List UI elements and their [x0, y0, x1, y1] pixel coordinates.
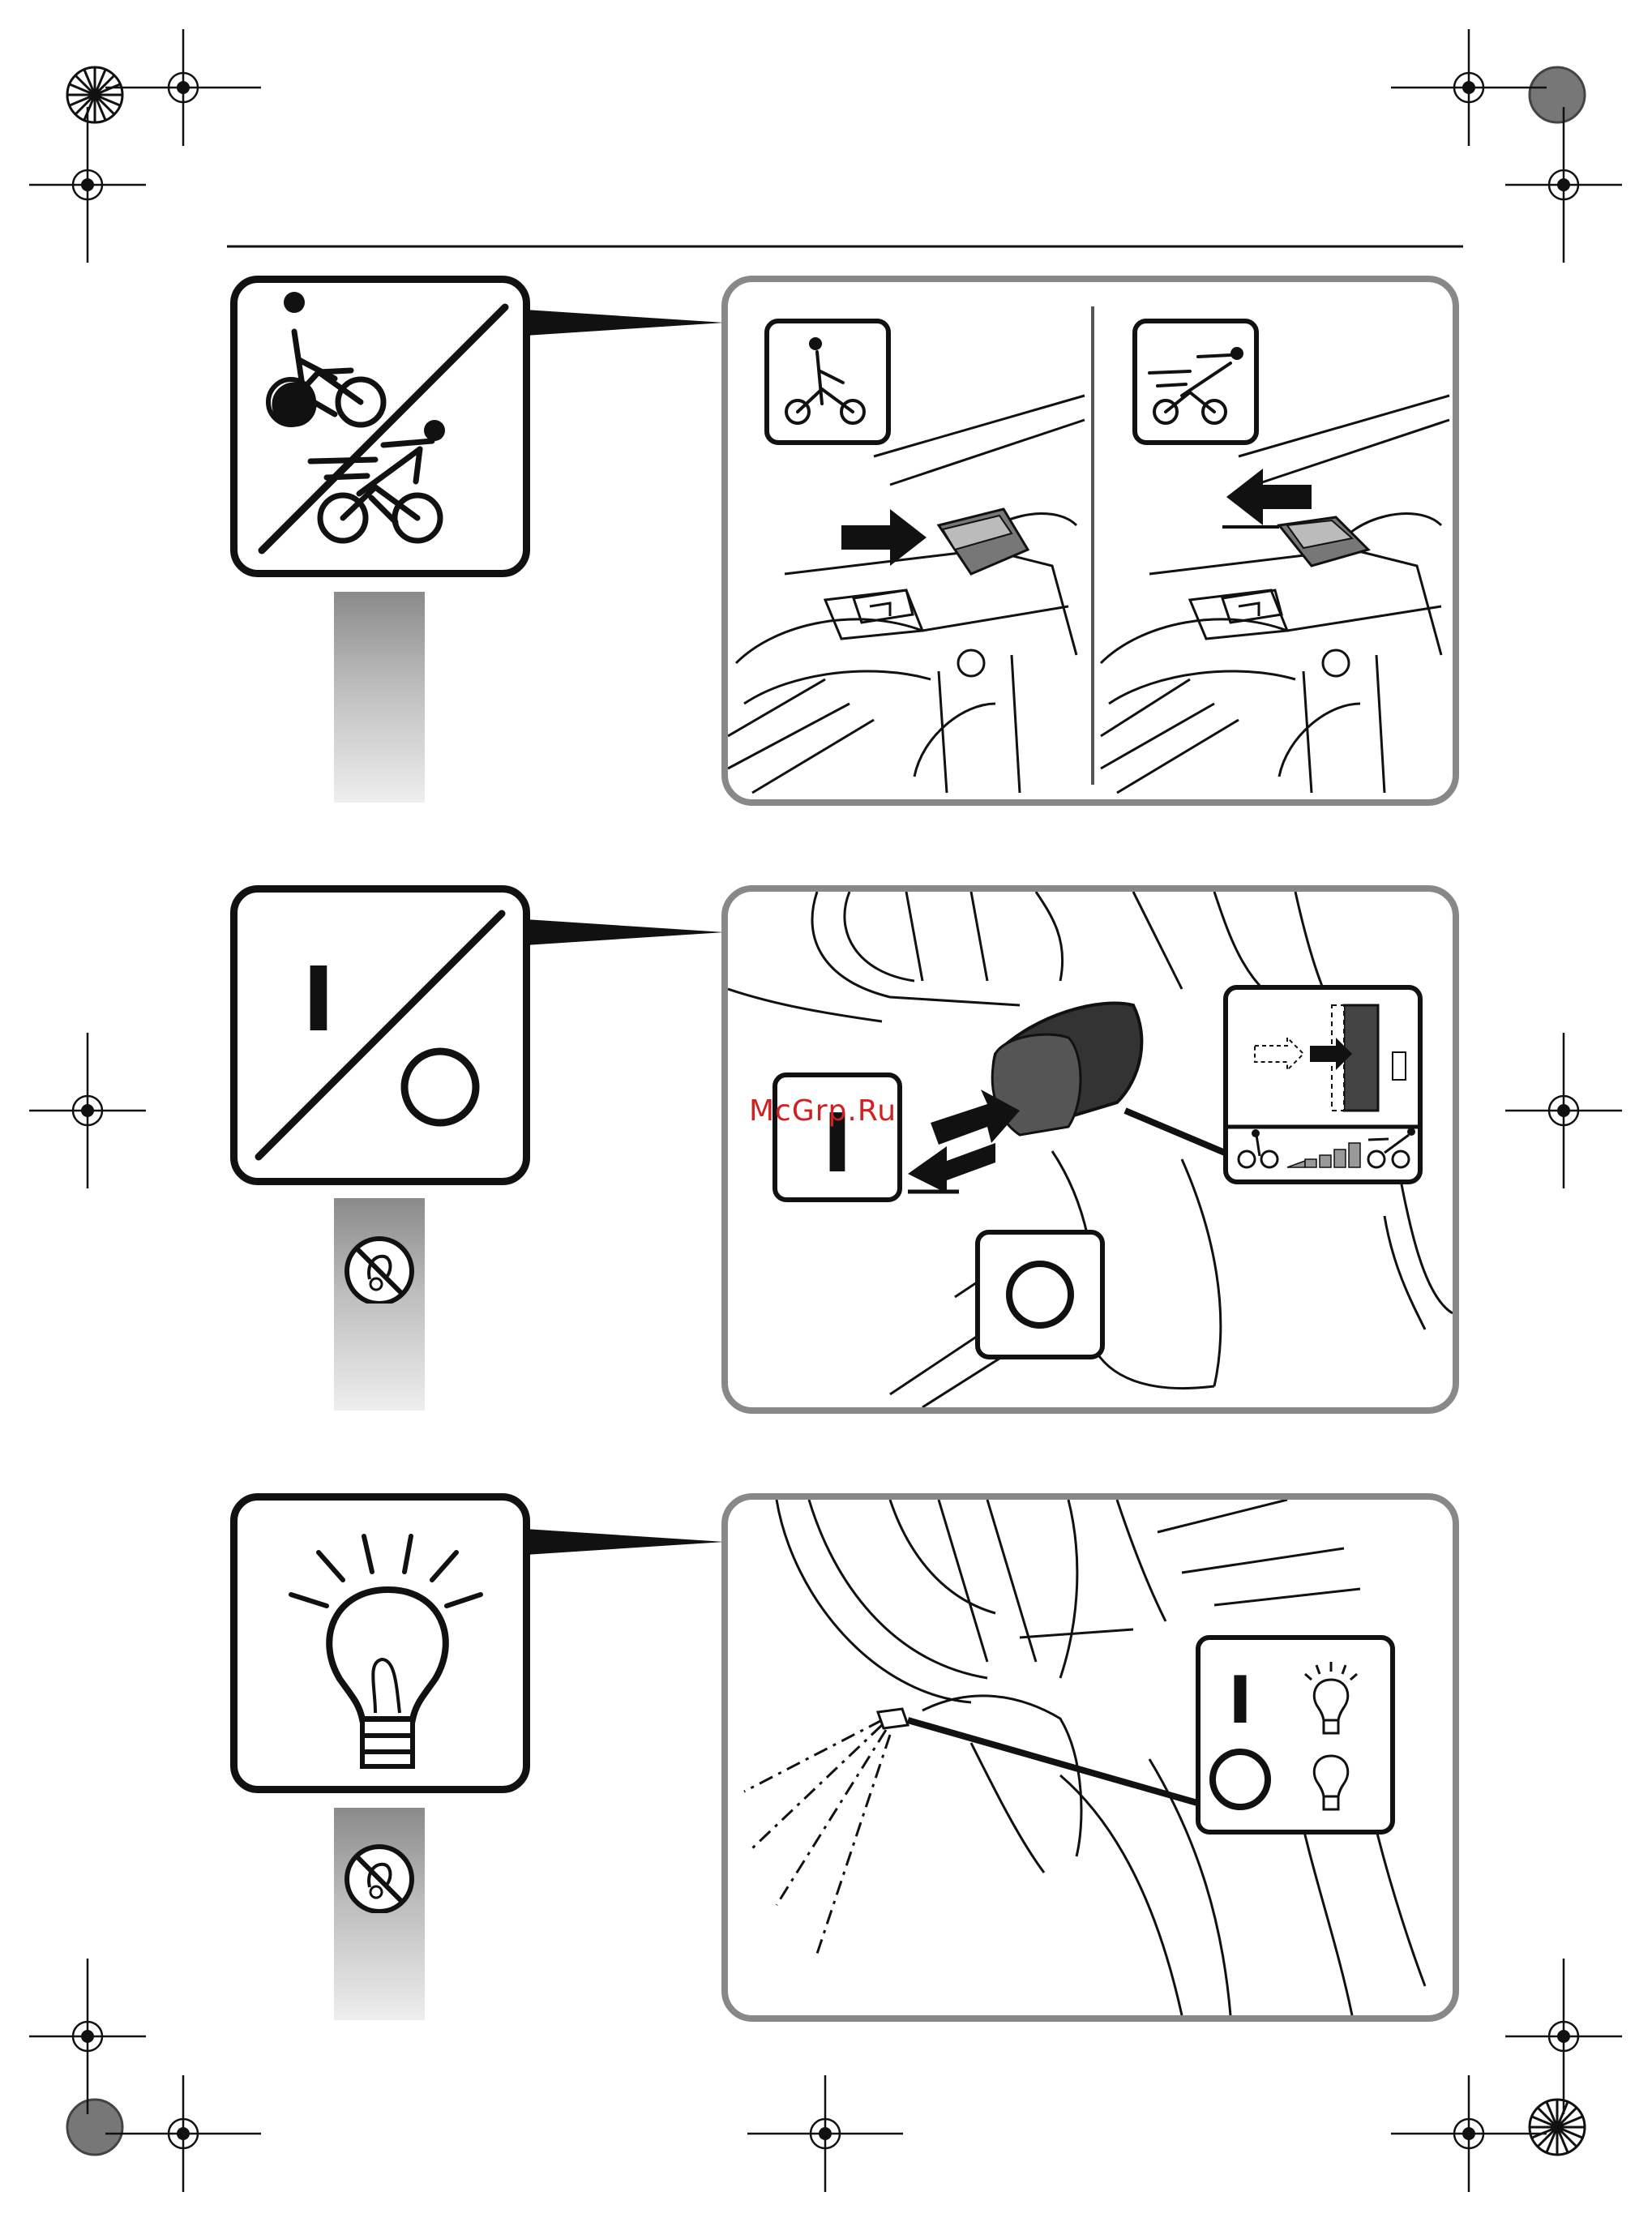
no-hand-rotation-icon [334, 1198, 425, 1304]
starburst-top-left-icon [67, 67, 122, 122]
speed-inset [1226, 987, 1420, 1182]
speed-connector [525, 306, 724, 339]
light-gradient-bar [334, 1808, 425, 2020]
speed-dial-right [1279, 517, 1368, 566]
on-off-illustration: I [728, 892, 1453, 1407]
arrow-left-icon [1226, 469, 1312, 525]
light-on-symbol: I [1228, 1663, 1252, 1738]
light-beam [744, 1720, 890, 1954]
speed-illustration-box [721, 276, 1459, 806]
on-off-connector [525, 916, 724, 948]
starburst-bottom-right-icon [1530, 2100, 1585, 2155]
on-off-gradient-bar [334, 1198, 425, 1411]
speed-illustration [728, 282, 1453, 799]
no-hand-rotation-icon-2 [334, 1808, 425, 1913]
on-off-illustration-box: I [721, 885, 1459, 1414]
light-icon-box [230, 1493, 530, 1793]
speed-slow-panel [728, 321, 1085, 793]
light-illustration-box: I [721, 1493, 1459, 2022]
slow-fast-cyclist-icon [238, 283, 523, 570]
gray-dot-bottom-left-icon [67, 2100, 122, 2155]
arrow-out-icon [908, 1143, 995, 1193]
watermark-text: McGrp.Ru [749, 1094, 897, 1128]
lamp-lens [878, 1709, 908, 1728]
light-illustration: I [728, 1500, 1453, 2015]
light-connector [525, 1526, 724, 1558]
gray-dot-top-right-icon [1530, 67, 1585, 122]
speed-gradient-bar [334, 592, 425, 803]
off-symbol-box [978, 1232, 1102, 1357]
on-off-icon-box: I [230, 885, 530, 1185]
light-inset: I [1198, 1638, 1393, 1832]
light-bulb-icon [238, 1501, 523, 1786]
speed-fast-panel [1101, 321, 1449, 793]
speed-icon-box [230, 276, 530, 577]
on-off-icon: I [238, 893, 523, 1178]
svg-text:I: I [302, 948, 336, 1051]
